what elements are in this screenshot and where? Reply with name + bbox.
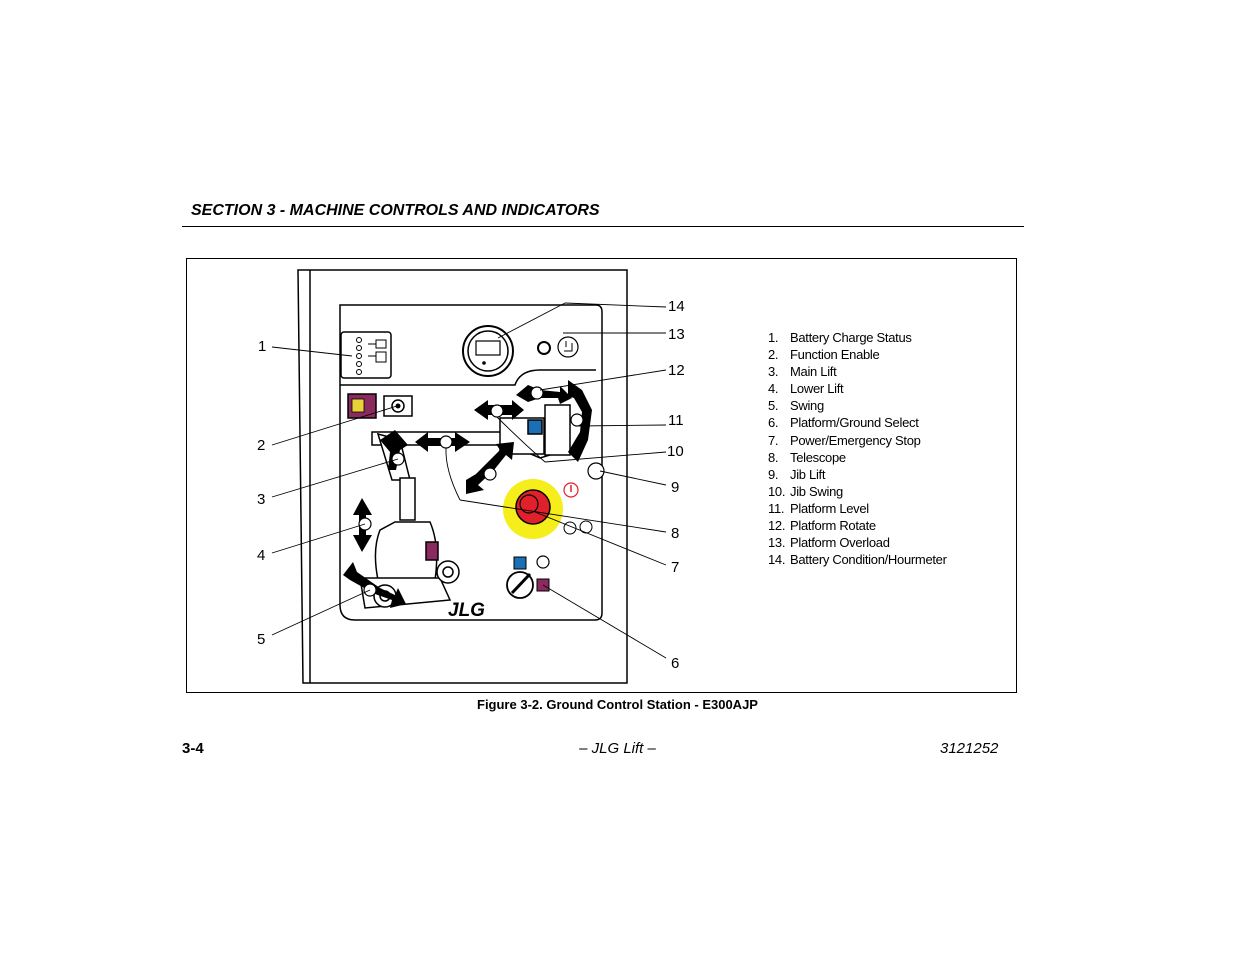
- callout-3: 3: [257, 491, 266, 508]
- callout-12: 12: [668, 362, 685, 379]
- legend-item: 13.Platform Overload: [768, 535, 890, 551]
- legend-item: 9.Jib Lift: [768, 466, 826, 482]
- legend-item: 6.Platform/Ground Select: [768, 415, 919, 431]
- callout-1: 1: [258, 338, 267, 355]
- legend-item: 7.Power/Emergency Stop: [768, 432, 921, 448]
- power-emergency-stop-button: [503, 479, 593, 539]
- callout-9: 9: [671, 479, 680, 496]
- battery-condition-hourmeter-gauge: [462, 325, 514, 377]
- callout-11: 11: [668, 412, 684, 429]
- figure-caption: Figure 3-2. Ground Control Station - E30…: [477, 697, 758, 712]
- document-number: 3121252: [940, 740, 999, 757]
- legend-item: 8.Telescope: [768, 449, 846, 465]
- callout-6: 6: [671, 655, 680, 672]
- callout-5: 5: [257, 631, 266, 648]
- callout-7: 7: [671, 559, 680, 576]
- platform-overload-indicator: [537, 336, 579, 358]
- callout-2: 2: [257, 437, 266, 454]
- section-title: SECTION 3 - MACHINE CONTROLS AND INDICAT…: [191, 202, 600, 219]
- battery-charge-status-leds: [356, 337, 362, 375]
- legend-item: 1.Battery Charge Status: [768, 330, 912, 345]
- figure-legend: 1.Battery Charge Status 2.Function Enabl…: [768, 329, 947, 568]
- legend-item: 5.Swing: [768, 398, 824, 414]
- legend-item: 2.Function Enable: [768, 347, 880, 363]
- header-divider: [182, 226, 1024, 227]
- callout-14: 14: [668, 298, 685, 315]
- platform-ground-select-switch: [506, 555, 550, 599]
- legend-item: 14.Battery Condition/Hourmeter: [768, 552, 947, 568]
- legend-item: 3.Main Lift: [768, 364, 837, 380]
- legend-item: 11.Platform Level: [768, 500, 869, 516]
- jlg-logo: JLG: [448, 600, 485, 621]
- page-number: 3-4: [182, 740, 204, 757]
- figure-frame: [186, 258, 1017, 693]
- callout-8: 8: [671, 525, 680, 542]
- callout-4: 4: [257, 547, 266, 564]
- footer-brand: – JLG Lift –: [579, 740, 656, 757]
- legend-item: 12.Platform Rotate: [768, 518, 876, 534]
- callout-10: 10: [667, 443, 684, 460]
- legend-item: 4.Lower Lift: [768, 381, 844, 397]
- legend-item: 10.Jib Swing: [768, 483, 843, 499]
- callout-13: 13: [668, 326, 685, 343]
- function-enable-button: [347, 393, 413, 419]
